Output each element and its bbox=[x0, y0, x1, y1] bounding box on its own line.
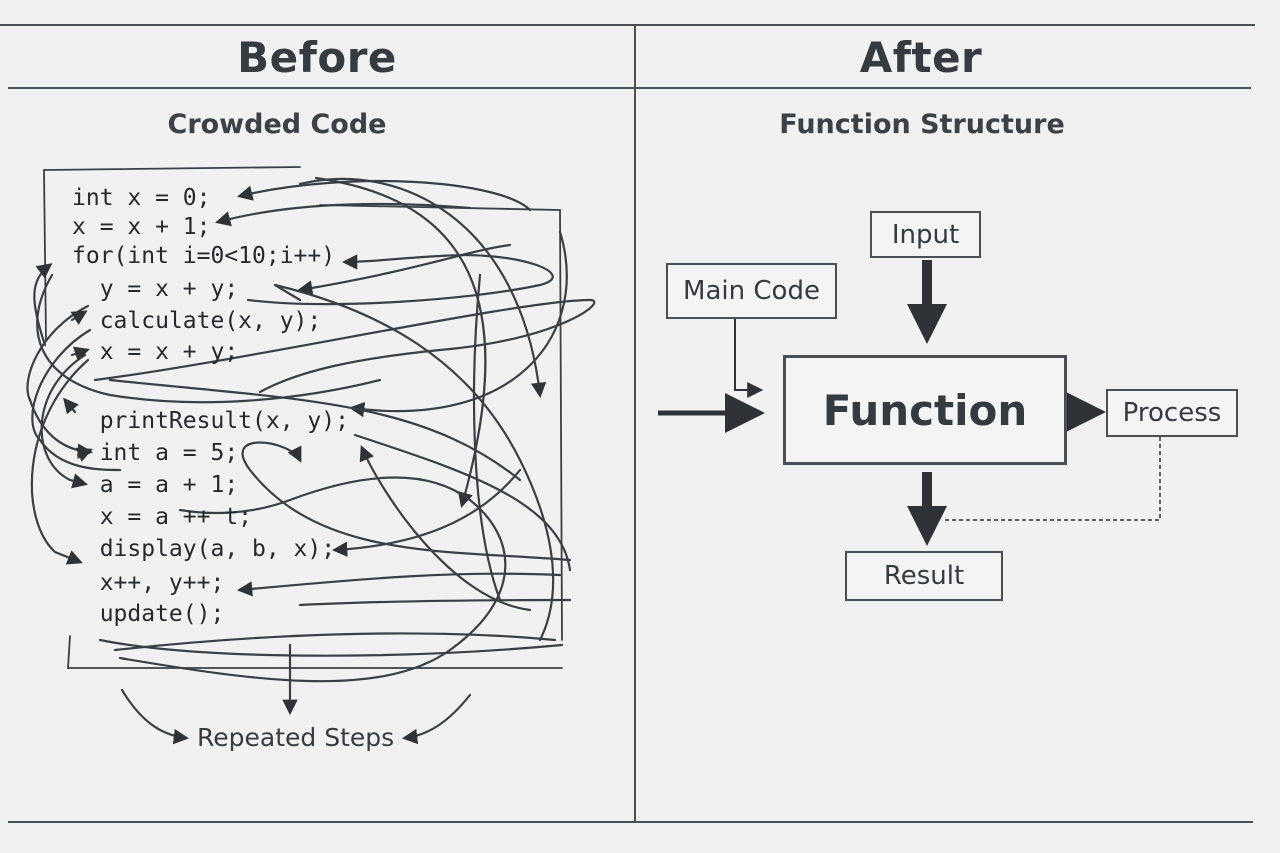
tangle-curve-1 bbox=[314, 176, 487, 508]
tangle-curve-13 bbox=[331, 468, 522, 557]
tangle-curve-29 bbox=[70, 346, 90, 362]
tangle-curve-15 bbox=[359, 445, 532, 612]
code-line-4: y = x + y; bbox=[72, 276, 239, 302]
code-line-8: int a = 5; bbox=[72, 440, 239, 466]
tangle-curve-11 bbox=[353, 433, 572, 572]
code-line-11: display(a, b, x); bbox=[72, 536, 336, 562]
tangle-curve-7 bbox=[246, 254, 554, 306]
before-heading: Before bbox=[237, 33, 397, 82]
column-divider bbox=[634, 24, 636, 822]
top-rule bbox=[0, 24, 1255, 26]
tangle-curve-21 bbox=[33, 263, 53, 347]
main-code-connector bbox=[734, 318, 764, 398]
code-line-9: a = a + 1; bbox=[72, 472, 239, 498]
tangle-curve-26 bbox=[30, 358, 90, 565]
after-subheading: Function Structure bbox=[779, 109, 1065, 140]
header-rule bbox=[8, 87, 1251, 89]
tangle-curve-12 bbox=[241, 441, 572, 562]
code-frame-bottom bbox=[67, 635, 563, 669]
code-line-12: x++, y++; bbox=[72, 570, 225, 596]
code-frame bbox=[43, 166, 563, 641]
code-line-1: int x = 0; bbox=[72, 185, 211, 211]
tangle-curve-10 bbox=[472, 273, 502, 602]
left-curved-arrow bbox=[120, 688, 190, 745]
tangle-curve-9 bbox=[273, 283, 555, 642]
tangle-curve-24 bbox=[26, 304, 94, 459]
code-line-6: x = x + y; bbox=[72, 339, 239, 365]
code-line-5: calculate(x, y); bbox=[72, 308, 322, 334]
tangle-curve-4 bbox=[215, 202, 472, 227]
tangled-arrows bbox=[26, 166, 596, 745]
main-code-box: Main Code bbox=[666, 263, 837, 319]
tangle-curve-8 bbox=[296, 243, 512, 296]
tangle-curve-20 bbox=[108, 378, 522, 482]
tangle-curve-18 bbox=[113, 632, 557, 652]
tangle-curve-30 bbox=[75, 447, 93, 462]
tangle-curve-16 bbox=[298, 598, 572, 607]
tangle-curve-2 bbox=[298, 177, 547, 399]
tangle-curve-19 bbox=[118, 476, 507, 683]
bottom-rule bbox=[8, 821, 1253, 823]
repeated-steps-caption: Repeated Steps bbox=[197, 723, 395, 752]
right-curved-arrow bbox=[401, 693, 472, 745]
code-line-10: x = a ++ t; bbox=[72, 504, 253, 530]
function-box: Function bbox=[783, 355, 1067, 465]
input-box: Input bbox=[870, 211, 981, 258]
code-line-13: update(); bbox=[72, 601, 225, 627]
tangle-curve-5 bbox=[237, 179, 532, 212]
result-box: Result bbox=[845, 551, 1003, 601]
tangle-curve-6 bbox=[93, 298, 596, 394]
process-box: Process bbox=[1106, 389, 1238, 437]
tangle-curve-31 bbox=[273, 283, 302, 302]
code-line-7: printResult(x, y); bbox=[72, 408, 349, 434]
after-heading: After bbox=[859, 33, 983, 82]
code-line-2: x = x + 1; bbox=[72, 214, 211, 240]
tangle-curve-14 bbox=[236, 572, 562, 597]
process-feedback-dashed bbox=[945, 437, 1161, 521]
code-line-3: for(int i=0<10;i++) bbox=[72, 243, 336, 269]
tangle-curve-27 bbox=[63, 397, 79, 415]
tangle-curve-3 bbox=[348, 230, 568, 418]
before-subheading: Crowded Code bbox=[167, 109, 387, 140]
tangle-curve-22 bbox=[36, 273, 382, 404]
tangle-curve-28 bbox=[70, 310, 88, 326]
